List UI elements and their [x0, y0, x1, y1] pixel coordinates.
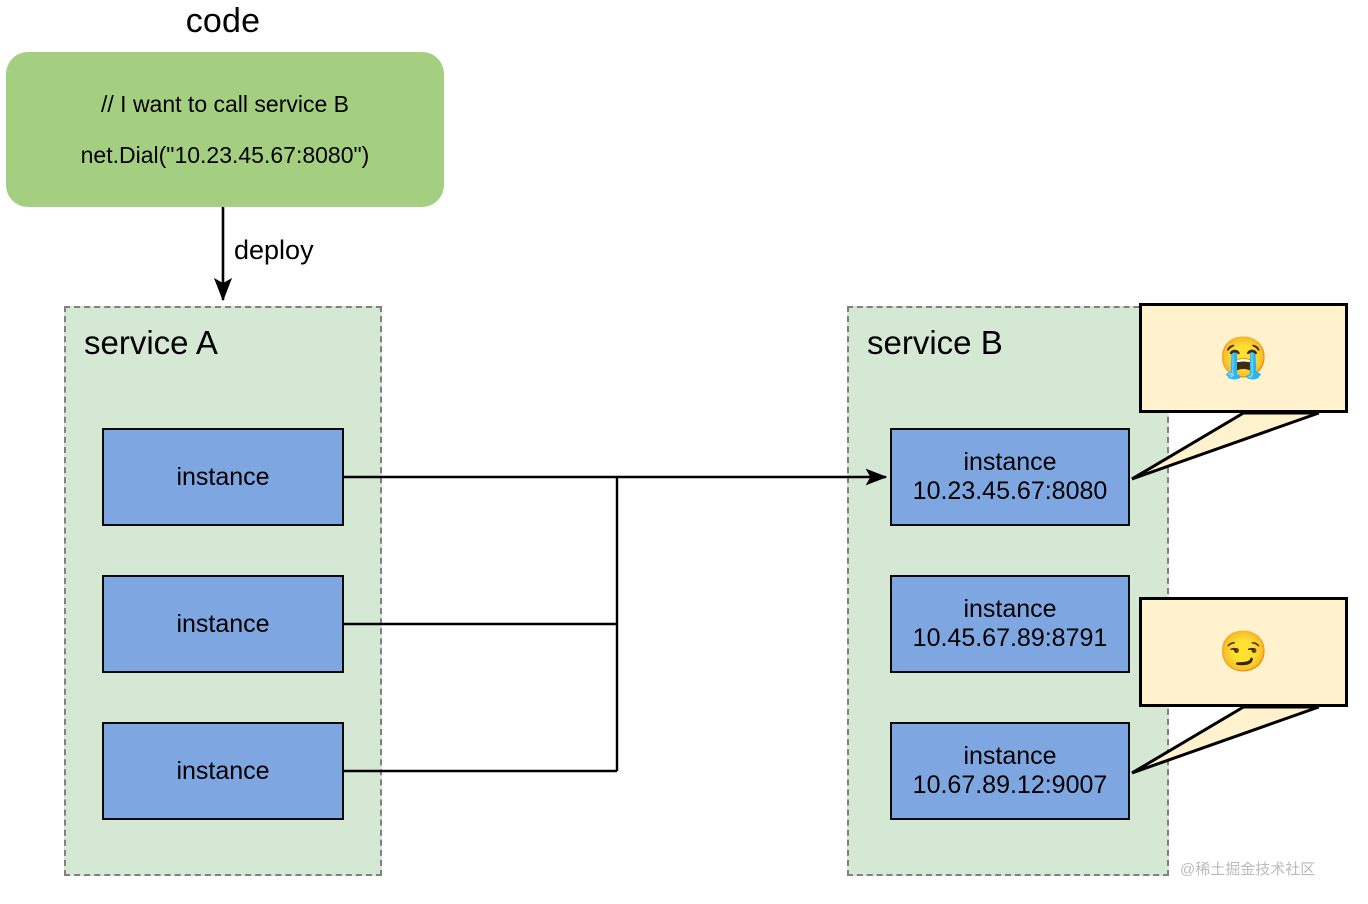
service-a-instance-0[interactable]: instance	[102, 428, 344, 526]
instance-address: 10.67.89.12:9007	[912, 771, 1108, 799]
speech-bubble-smirking: 😏	[1139, 597, 1348, 707]
smirking-face-icon: 😏	[1218, 630, 1269, 674]
watermark: @稀土掘金技术社区	[1180, 861, 1316, 878]
instance-address: 10.45.67.89:8791	[912, 624, 1108, 652]
service-b-instance-0[interactable]: instance 10.23.45.67:8080	[890, 428, 1130, 526]
code-dial-line: net.Dial("10.23.45.67:8080")	[80, 141, 370, 168]
code-comment-line: // I want to call service B	[101, 90, 349, 117]
instance-label: instance	[176, 609, 270, 638]
service-a-instance-2[interactable]: instance	[102, 722, 344, 820]
service-b-instance-1[interactable]: instance 10.45.67.89:8791	[890, 575, 1130, 673]
code-title: code	[185, 2, 261, 40]
instance-label: instance	[176, 462, 270, 491]
code-box: // I want to call service B net.Dial("10…	[6, 52, 444, 207]
service-a-instance-1[interactable]: instance	[102, 575, 344, 673]
instance-label: instance	[963, 595, 1057, 623]
instance-address: 10.23.45.67:8080	[912, 477, 1108, 505]
speech-bubble-crying: 😭	[1139, 303, 1348, 413]
loudly-crying-face-icon: 😭	[1218, 336, 1269, 380]
instance-label: instance	[963, 448, 1057, 476]
service-a-title: service A	[84, 324, 218, 361]
deploy-label: deploy	[234, 235, 314, 265]
service-b-instance-2[interactable]: instance 10.67.89.12:9007	[890, 722, 1130, 820]
instance-label: instance	[963, 742, 1057, 770]
instance-label: instance	[176, 756, 270, 785]
service-b-title: service B	[867, 324, 1003, 361]
